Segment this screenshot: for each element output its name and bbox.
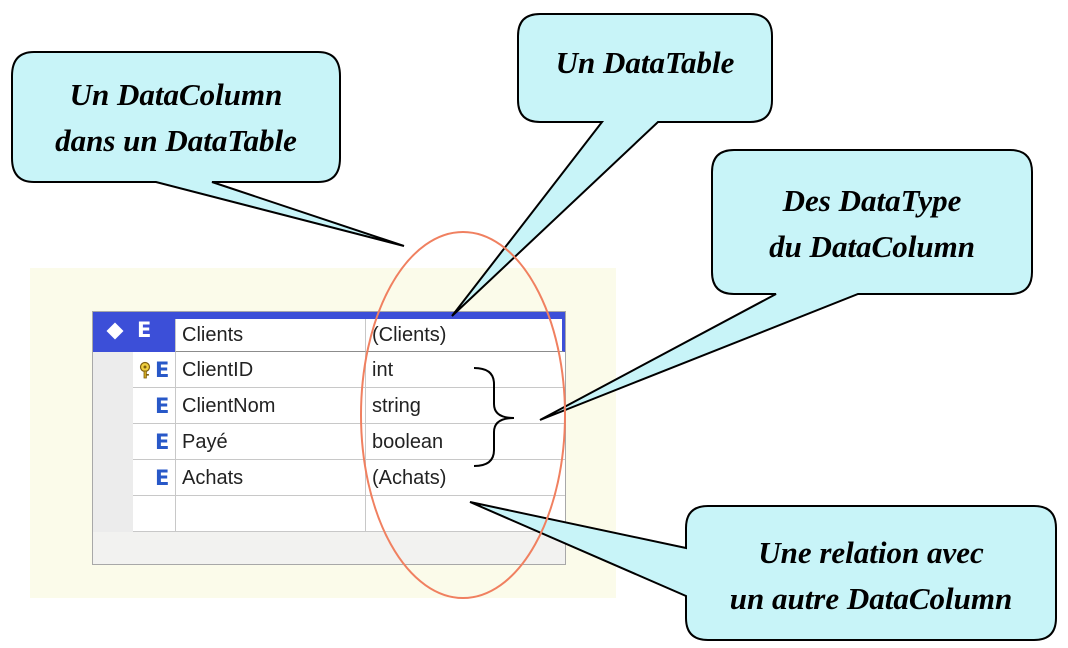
callout-datacolumn-text: Un DataColumn dans un DataTable	[55, 77, 297, 158]
column-type[interactable]: int	[365, 352, 565, 388]
table-row[interactable]: E ClientID int	[93, 352, 565, 388]
table-row-empty[interactable]	[93, 496, 565, 532]
column-type[interactable]: (Achats)	[365, 460, 565, 496]
element-icon: E	[155, 466, 170, 490]
header-selector: E	[93, 312, 175, 352]
element-icon: E	[155, 430, 170, 454]
datatable-clients: E Clients (Clients) E ClientID int E Cli…	[92, 311, 566, 565]
callout-relation-text: Une relation avec un autre DataColumn	[729, 535, 1013, 616]
column-name[interactable]: ClientNom	[175, 388, 365, 424]
primary-key-icon	[139, 361, 151, 379]
type-column-ellipse	[360, 231, 566, 599]
datatype-brace	[473, 367, 515, 467]
column-name[interactable]: ClientID	[175, 352, 365, 388]
callout-datatype	[539, 149, 1033, 421]
element-icon: E	[155, 358, 170, 382]
callout-datatable	[451, 13, 773, 317]
callout-datacolumn	[11, 51, 405, 247]
element-icon: E	[137, 318, 152, 342]
column-name[interactable]: Payé	[175, 424, 365, 460]
table-row[interactable]: E Payé boolean	[93, 424, 565, 460]
table-type[interactable]: (Clients)	[365, 319, 565, 352]
column-type[interactable]: string	[365, 388, 565, 424]
callout-relation	[469, 501, 1057, 641]
column-type[interactable]: boolean	[365, 424, 565, 460]
table-row[interactable]: E ClientNom string	[93, 388, 565, 424]
column-name[interactable]: Achats	[175, 460, 365, 496]
table-header-row[interactable]: E Clients (Clients)	[93, 312, 565, 352]
callout-datatype-text: Des DataType du DataColumn	[769, 183, 975, 264]
table-name[interactable]: Clients	[175, 319, 365, 352]
callout-datatable-text: Un DataTable	[555, 45, 735, 80]
element-icon: E	[155, 394, 170, 418]
table-row[interactable]: E Achats (Achats)	[93, 460, 565, 496]
